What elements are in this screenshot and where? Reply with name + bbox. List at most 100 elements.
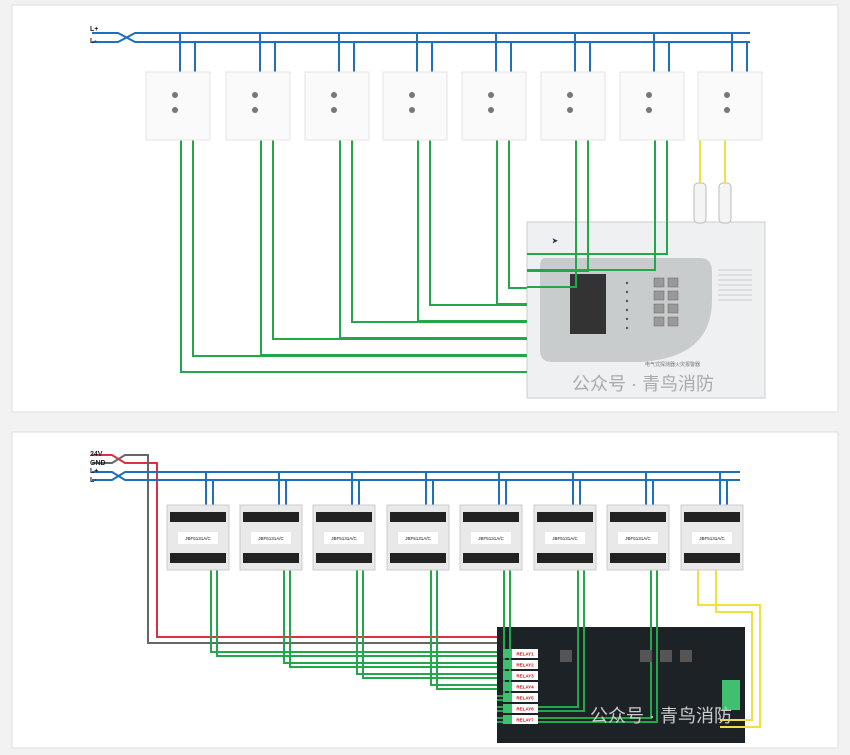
controller-name: 电气式探测器火灾报警器 (645, 361, 700, 368)
signal-wire (497, 560, 652, 719)
detector-led (331, 107, 337, 113)
signal-wire (496, 140, 527, 305)
signal-wire (497, 560, 658, 723)
relay-label-box (512, 671, 538, 680)
aux-wire (697, 560, 761, 728)
signal-wire (356, 560, 497, 675)
relay-label-5: RELAY5 (516, 696, 534, 701)
detector-led (567, 92, 573, 98)
relay-terminal (503, 682, 512, 691)
bus-label-lplus-2: L+ (90, 468, 98, 475)
bus-junction (258, 40, 262, 44)
board-component (560, 650, 572, 662)
terminal-block (537, 553, 593, 563)
detector-led (488, 92, 494, 98)
bus-junction (730, 40, 734, 44)
detector-led (252, 107, 258, 113)
detector-3 (304, 71, 370, 141)
controller-key (653, 277, 665, 288)
signal-wire (210, 560, 497, 653)
relay-label-4: RELAY4 (516, 685, 534, 690)
terminal-block (316, 553, 372, 563)
relay-label-6: RELAY6 (516, 707, 534, 712)
bus-label-gnd: GND (90, 460, 106, 467)
relay-label-1: RELAY1 (516, 652, 534, 657)
bus-label-lminus: L- (90, 38, 97, 45)
controller-led (625, 299, 629, 303)
relay-label-box (512, 660, 538, 669)
terminal-block (463, 512, 519, 522)
terminal-block (243, 553, 299, 563)
aux-wire (715, 560, 753, 721)
signal-wire (527, 140, 577, 288)
module-label: JBF5131A/C (331, 536, 357, 541)
controller-logo-icon: ➤ (552, 238, 558, 245)
signal-wire (436, 560, 497, 690)
relay-label-box (512, 715, 538, 724)
controller-key (667, 277, 679, 288)
module-label: JBF5131A/C (625, 536, 651, 541)
relay-terminal (503, 704, 512, 713)
controller-key (653, 290, 665, 301)
controller-led (625, 317, 629, 321)
terminal-block (243, 512, 299, 522)
bus-label-lplus: L+ (90, 26, 98, 33)
bus-junction (573, 40, 577, 44)
detector-1 (145, 71, 211, 141)
bus-wire-lplus (92, 32, 750, 43)
signal-wire (283, 560, 497, 664)
signal-wire (289, 560, 497, 668)
signal-wire (417, 140, 527, 322)
signal-wire (429, 140, 527, 306)
terminal-block (610, 512, 666, 522)
module-label-box (618, 532, 658, 544)
terminal-block (684, 553, 740, 563)
control-board (497, 627, 745, 743)
signal-wire (362, 560, 497, 679)
board-component (680, 650, 692, 662)
module-label-box (398, 532, 438, 544)
bus-junction (337, 40, 341, 44)
terminal-block (316, 512, 372, 522)
module-label: JBF5131A/C (405, 536, 431, 541)
module-label: JBF5131A/C (478, 536, 504, 541)
board-component (640, 650, 652, 662)
controller-key (667, 303, 679, 314)
controller-key (667, 316, 679, 327)
relay-label-box (512, 693, 538, 702)
bus-junction (178, 40, 182, 44)
bus-junction (652, 40, 656, 44)
relay-terminal (503, 660, 512, 669)
detector-7 (619, 71, 685, 141)
signal-wire (216, 560, 497, 657)
watermark-top: 公众号 · 青鸟消防 (572, 374, 714, 394)
relay-terminal (503, 715, 512, 724)
signal-wire (260, 140, 527, 356)
detector-led (567, 107, 573, 113)
relay-terminal (503, 693, 512, 702)
signal-wire (508, 140, 527, 289)
bus-junction (494, 40, 498, 44)
signal-wire (527, 140, 656, 271)
detector-led (331, 92, 337, 98)
relay-label-box (512, 682, 538, 691)
relay-terminal (503, 649, 512, 658)
controller-led (625, 308, 629, 312)
relay-label-7: RELAY7 (516, 718, 534, 723)
module-label-box (324, 532, 364, 544)
signal-wire (180, 140, 527, 373)
relay-label-3: RELAY3 (516, 674, 534, 679)
terminal-block (684, 512, 740, 522)
wire-gnd (92, 454, 497, 644)
detector-led (252, 92, 258, 98)
detector-8 (697, 71, 763, 141)
relay-label-2: RELAY2 (516, 663, 534, 668)
module-label: JBF5131A/C (185, 536, 211, 541)
detector-led (172, 92, 178, 98)
sensor-tube (693, 182, 707, 224)
module-label: JBF5131A/C (258, 536, 284, 541)
board-component (660, 650, 672, 662)
terminal-block (390, 553, 446, 563)
controller-key (653, 303, 665, 314)
